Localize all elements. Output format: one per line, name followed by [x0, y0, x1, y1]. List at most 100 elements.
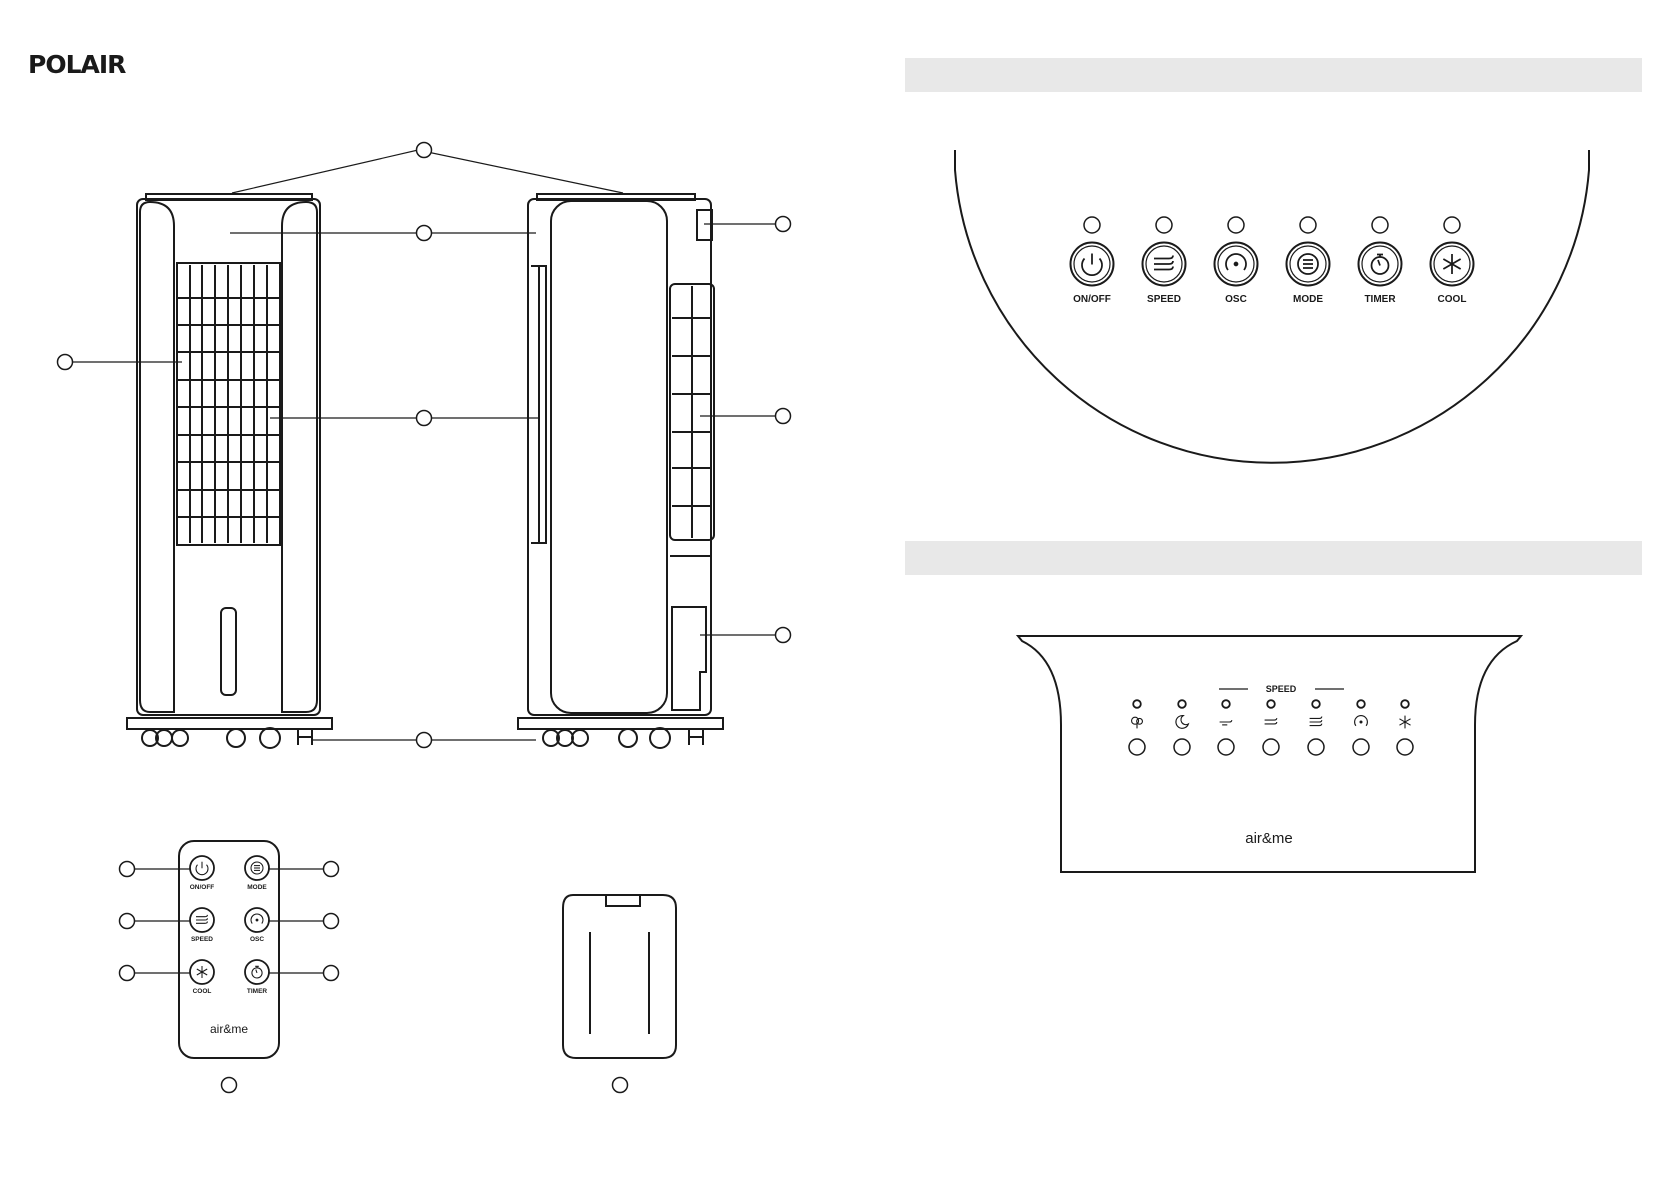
callout-marker	[776, 409, 791, 424]
side-base	[518, 718, 723, 729]
panel-button-speed[interactable]: SPEED	[1143, 217, 1186, 305]
panel-button-label: ON/OFF	[1073, 294, 1111, 305]
wind-icon	[196, 915, 207, 923]
side-wheels	[543, 728, 703, 748]
power-icon	[196, 862, 208, 875]
panel-button-mode[interactable]: MODE	[1287, 217, 1330, 305]
speed-low-icon	[1220, 720, 1232, 725]
indicator-sleep-mode[interactable]	[1174, 700, 1190, 755]
timer-icon	[1372, 255, 1389, 275]
indicator-led	[1267, 700, 1275, 708]
remote-callout-lines	[127, 869, 331, 973]
side-water-inlet	[672, 607, 706, 710]
panel-button-onoff[interactable]: ON/OFF	[1071, 217, 1114, 305]
side-handle	[697, 210, 712, 240]
panel-button-timer[interactable]: TIMER	[1359, 217, 1402, 305]
front-base	[127, 718, 332, 729]
callout-marker	[1263, 739, 1279, 755]
callout-marker	[776, 217, 791, 232]
callout-marker	[1397, 739, 1413, 755]
speed-mid-icon	[1265, 718, 1277, 724]
indicator-led	[1357, 700, 1365, 708]
indicator-led	[1133, 700, 1141, 708]
callout-marker	[58, 355, 73, 370]
front-left-side-panel	[140, 202, 174, 712]
power-icon	[1082, 254, 1102, 276]
snowflake-icon	[1443, 254, 1460, 274]
indicator-led	[1222, 700, 1230, 708]
ice-pack	[563, 895, 676, 1093]
panel-button-osc[interactable]: OSC	[1215, 217, 1258, 305]
callout-marker	[1300, 217, 1316, 233]
indicator-speed-low[interactable]	[1218, 700, 1234, 755]
oscillation-icon	[1355, 716, 1368, 726]
callout-marker	[1308, 739, 1324, 755]
indicator-oscillation[interactable]	[1353, 700, 1369, 755]
mode-icon	[251, 862, 263, 874]
oscillation-icon	[251, 914, 263, 924]
side-body	[528, 199, 711, 715]
speed-group-label: SPEED	[1266, 684, 1297, 694]
remote-button-cool[interactable]: COOL	[190, 960, 214, 995]
callout-marker	[1156, 217, 1172, 233]
panel-button-label: TIMER	[1364, 294, 1396, 305]
speed-high-icon	[1310, 717, 1322, 726]
remote-button-timer[interactable]: TIMER	[245, 960, 269, 995]
tower-callout-markers	[58, 143, 791, 748]
remote-button-label: TIMER	[247, 988, 268, 995]
panel-button-label: OSC	[1225, 294, 1247, 305]
snowflake-icon	[197, 966, 207, 978]
indicator-led	[1312, 700, 1320, 708]
timer-icon	[252, 966, 262, 978]
mode-icon	[1298, 254, 1318, 274]
remote-button-label: SPEED	[191, 936, 213, 943]
front-right-side-panel	[282, 202, 317, 712]
remote-button-mode[interactable]: MODE	[245, 856, 269, 891]
panel-button-label: MODE	[1293, 294, 1323, 305]
indicator-speed-high[interactable]	[1308, 700, 1324, 755]
remote-button-onoff[interactable]: ON/OFF	[190, 856, 215, 891]
remote-logo: air&me	[210, 1022, 248, 1036]
side-view	[518, 194, 723, 748]
panel-button-cool[interactable]: COOL	[1431, 217, 1474, 305]
oscillation-icon	[1226, 254, 1246, 270]
control-panel: ON/OFF SPEED OSC MODE TIMER COOL	[955, 150, 1589, 463]
indicator-led	[1178, 700, 1186, 708]
remote-button-label: COOL	[193, 988, 212, 995]
callout-marker	[1129, 739, 1145, 755]
display-panel: SPEED air&me	[1018, 636, 1521, 872]
water-tank-panel	[551, 201, 667, 713]
cool-icon	[1399, 716, 1410, 729]
front-grille-slats	[177, 265, 280, 543]
remote-button-osc[interactable]: OSC	[245, 908, 269, 943]
callout-marker	[417, 733, 432, 748]
remote-button-speed[interactable]: SPEED	[190, 908, 214, 943]
front-view	[127, 194, 332, 748]
natural-mode-icon	[1132, 717, 1143, 728]
callout-marker	[417, 411, 432, 426]
indicator-natural-mode[interactable]	[1129, 700, 1145, 755]
callout-marker	[417, 226, 432, 241]
indicator-cool[interactable]	[1397, 700, 1413, 755]
callout-marker	[1228, 217, 1244, 233]
water-level-window	[221, 608, 236, 695]
remote-control: ON/OFF MODE SPEED OSC COOL TIMER air&me	[120, 841, 339, 1093]
callout-marker	[1084, 217, 1100, 233]
panel-button-label: COOL	[1438, 294, 1467, 305]
remote-button-label: MODE	[247, 884, 267, 891]
indicator-speed-mid[interactable]	[1263, 700, 1279, 755]
callout-marker	[776, 628, 791, 643]
callout-marker	[1353, 739, 1369, 755]
control-panel-outline	[955, 150, 1589, 463]
wind-icon	[1154, 256, 1173, 270]
remote-button-label: OSC	[250, 936, 264, 943]
callout-marker	[1174, 739, 1190, 755]
panel-buttons: ON/OFF SPEED OSC MODE TIMER COOL	[1071, 217, 1474, 305]
callout-marker	[417, 143, 432, 158]
callout-marker	[613, 1078, 628, 1093]
callout-marker	[1372, 217, 1388, 233]
sleep-mode-icon	[1176, 716, 1188, 729]
callout-marker	[1444, 217, 1460, 233]
side-grille-slats	[672, 286, 712, 538]
